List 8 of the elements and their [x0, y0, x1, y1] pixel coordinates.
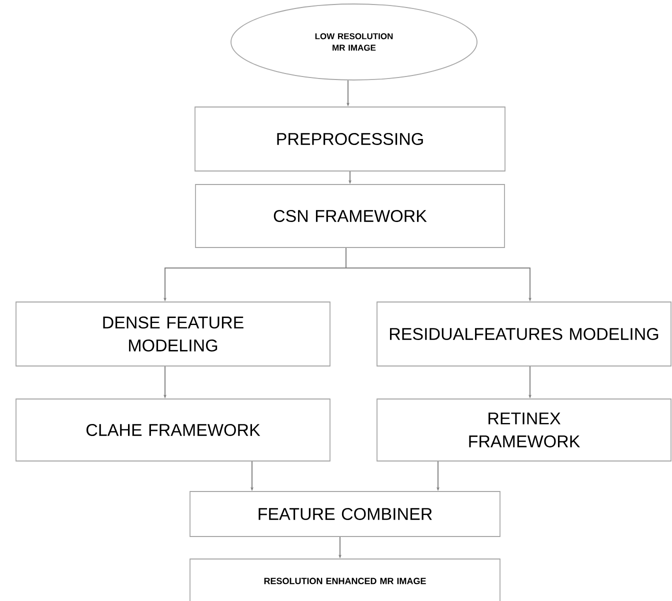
process-box: RESOLUTION ENHANCED MR IMAGE: [190, 558, 500, 601]
process-box: CSN FRAMEWORK: [195, 184, 505, 248]
process-box: FEATURE COMBINER: [190, 491, 500, 537]
process-box: RETINEX FRAMEWORK: [376, 398, 672, 462]
process-box: PREPROCESSING: [194, 106, 506, 172]
process-box: DENSE FEATURE MODELING: [16, 302, 330, 366]
process-box: RESIDUALFEATURES MODELING: [376, 302, 672, 366]
process-box: CLAHE FRAMEWORK: [16, 398, 330, 462]
